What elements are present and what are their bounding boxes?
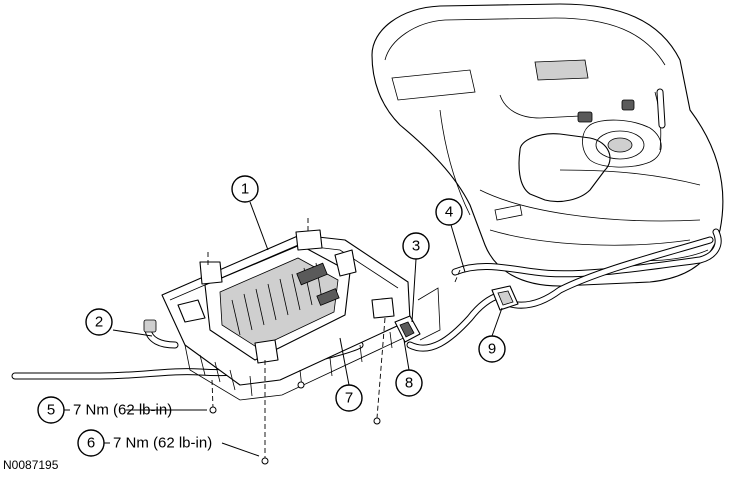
callout-number: 5 <box>47 402 55 419</box>
leader-lines <box>112 201 503 457</box>
torque-spec-5: 7 Nm (62 lb-in) <box>73 402 172 419</box>
callout-number: 8 <box>405 375 413 392</box>
callout-number: 4 <box>445 204 453 221</box>
callout-2: 2 <box>85 308 113 336</box>
callout-7: 7 <box>335 384 363 412</box>
callout-5: 5 7 Nm (62 lb-in) <box>37 396 172 424</box>
callout-3: 3 <box>402 232 430 260</box>
callout-circle <box>435 198 463 226</box>
hose-connector-2 <box>143 319 179 349</box>
callout-9: 9 <box>478 335 506 363</box>
callout-8: 8 <box>395 369 423 397</box>
callout-1: 1 <box>231 175 259 203</box>
vapor-tube-assembly <box>406 228 722 352</box>
torque-spec-6: 7 Nm (62 lb-in) <box>113 435 212 452</box>
callout-number: 7 <box>345 390 353 407</box>
callout-6: 6 7 Nm (62 lb-in) <box>77 429 212 457</box>
callout-number: 1 <box>241 181 249 198</box>
callout-circle <box>395 369 423 397</box>
figure-id-label: N0087195 <box>3 458 59 472</box>
callout-circle <box>85 308 113 336</box>
callout-number: 3 <box>412 238 420 255</box>
callout-circle <box>335 384 363 412</box>
callout-circle <box>478 335 506 363</box>
callout-circle <box>231 175 259 203</box>
callout-number: 2 <box>95 314 103 331</box>
callout-number: 9 <box>488 341 496 358</box>
evap-canister-assembly <box>161 229 411 401</box>
callout-number: 6 <box>87 435 95 452</box>
callout-4: 4 <box>435 198 463 226</box>
quick-connect-fitting-9 <box>491 285 519 311</box>
connector-8 <box>394 287 441 343</box>
callout-circle <box>402 232 430 260</box>
fuel-tank <box>371 3 724 287</box>
mounting-bolts <box>207 218 461 465</box>
